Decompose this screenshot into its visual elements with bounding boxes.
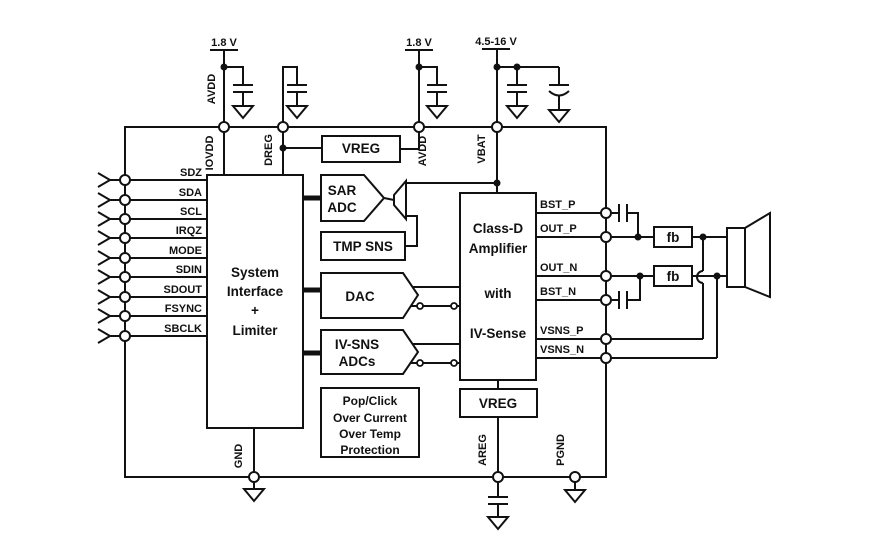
capacitor-icon <box>232 84 254 93</box>
pin-label-out-p: OUT_P <box>540 223 577 235</box>
block-label: Pop/Click <box>343 394 398 408</box>
vsns-p-sense-wire <box>696 237 704 339</box>
ground-icon <box>564 489 586 503</box>
left-pins: SDZ SDA SCL IRQZ MODE SDIN SDOUT FSYNC <box>97 167 207 344</box>
mux-icon <box>393 178 407 222</box>
block-class-d: Class-D Amplifier with IV-Sense <box>459 192 537 381</box>
bottom-pins <box>243 477 586 530</box>
block-label: Protection <box>340 443 399 457</box>
pin-label-bst-n: BST_N <box>540 286 576 298</box>
supply-voltage-label: 4.5-16 V <box>475 36 517 48</box>
block-label: TMP SNS <box>333 239 393 254</box>
pin-label-vsns-n: VSNS_N <box>540 344 584 356</box>
block-label: Amplifier <box>469 241 528 256</box>
ground-icon <box>506 105 528 119</box>
block-label: DAC <box>345 289 374 304</box>
pin-label: SDA <box>179 187 202 199</box>
block-label: Limiter <box>232 323 278 338</box>
fb-box-top: fb <box>653 226 693 248</box>
block-label: VREG <box>342 141 380 156</box>
block-tmp-sns: TMP SNS <box>320 231 406 261</box>
capacitor-icon <box>286 84 308 93</box>
capacitor-icon <box>506 84 528 93</box>
pin-label: SCL <box>180 206 202 218</box>
block-label: Over Current <box>333 411 407 425</box>
block-protection: Pop/Click Over Current Over Temp Protect… <box>320 387 420 458</box>
supply-rail-iovdd <box>210 49 254 175</box>
fb-label: fb <box>667 230 680 245</box>
block-iv-sns-adcs: IV-SNS ADCs <box>320 329 420 375</box>
pin-sda: SDA <box>97 187 207 208</box>
net-label-avdd: AVDD <box>206 74 218 104</box>
block-label: Over Temp <box>339 427 401 441</box>
block-label: ADCs <box>339 354 376 369</box>
ground-icon <box>548 109 570 123</box>
supply-voltage-label: 1.8 V <box>406 37 432 49</box>
pin-label: SDZ <box>180 167 202 179</box>
capacitor-icon <box>426 84 448 93</box>
block-label: SAR <box>328 183 357 198</box>
block-label: + <box>251 303 259 318</box>
pin-label-areg: AREG <box>477 434 489 466</box>
internal-wires <box>253 182 499 477</box>
supply-voltage-label: 1.8 V <box>211 37 237 49</box>
block-sar-adc: SAR ADC <box>320 174 386 222</box>
block-dac: DAC <box>320 272 420 319</box>
pin-label-avdd: AVDD <box>417 136 429 166</box>
output-network: fb fb <box>536 204 771 359</box>
pin-label-vbat: VBAT <box>476 134 488 163</box>
block-label: VREG <box>479 396 517 411</box>
pin-label-bst-p: BST_P <box>540 199 575 211</box>
pin-terminals <box>119 121 612 483</box>
supply-cap-dreg <box>279 66 322 175</box>
pin-label-out-n: OUT_N <box>540 262 577 274</box>
pin-label: IRQZ <box>176 225 203 237</box>
block-system-interface: System Interface + Limiter <box>206 174 304 429</box>
block-label: IV-Sense <box>470 326 527 341</box>
pin-label: MODE <box>169 245 202 257</box>
pin-label-dreg: DREG <box>263 134 275 166</box>
ground-icon <box>286 105 308 119</box>
capacitor-icon <box>487 496 509 505</box>
polarized-capacitor-icon <box>548 90 570 97</box>
block-vreg-bottom: VREG <box>459 388 538 418</box>
pin-label: SDIN <box>176 264 202 276</box>
pin-label-vsns-p: VSNS_P <box>540 325 583 337</box>
fb-box-bottom: fb <box>653 265 693 287</box>
block-label: Interface <box>227 284 284 299</box>
pin-label-pgnd: PGND <box>555 434 567 466</box>
ground-icon <box>232 105 254 119</box>
pin-sdin: SDIN <box>97 264 207 285</box>
block-label: Class-D <box>473 221 524 236</box>
ground-icon <box>243 488 265 502</box>
block-label: ADC <box>327 200 356 215</box>
block-label: with <box>484 286 512 301</box>
pin-label-gnd: GND <box>233 444 245 469</box>
speaker-icon <box>726 211 771 299</box>
block-label: IV-SNS <box>335 337 379 352</box>
ground-icon <box>426 105 448 119</box>
block-label: System <box>231 265 279 280</box>
pin-label: FSYNC <box>165 303 202 315</box>
block-vreg-top: VREG <box>321 135 401 163</box>
pin-label: SBCLK <box>164 323 202 335</box>
fb-label: fb <box>667 269 680 284</box>
pin-label: SDOUT <box>164 284 203 296</box>
pin-label-iovdd: IOVDD <box>204 136 216 171</box>
ground-icon <box>487 516 509 530</box>
